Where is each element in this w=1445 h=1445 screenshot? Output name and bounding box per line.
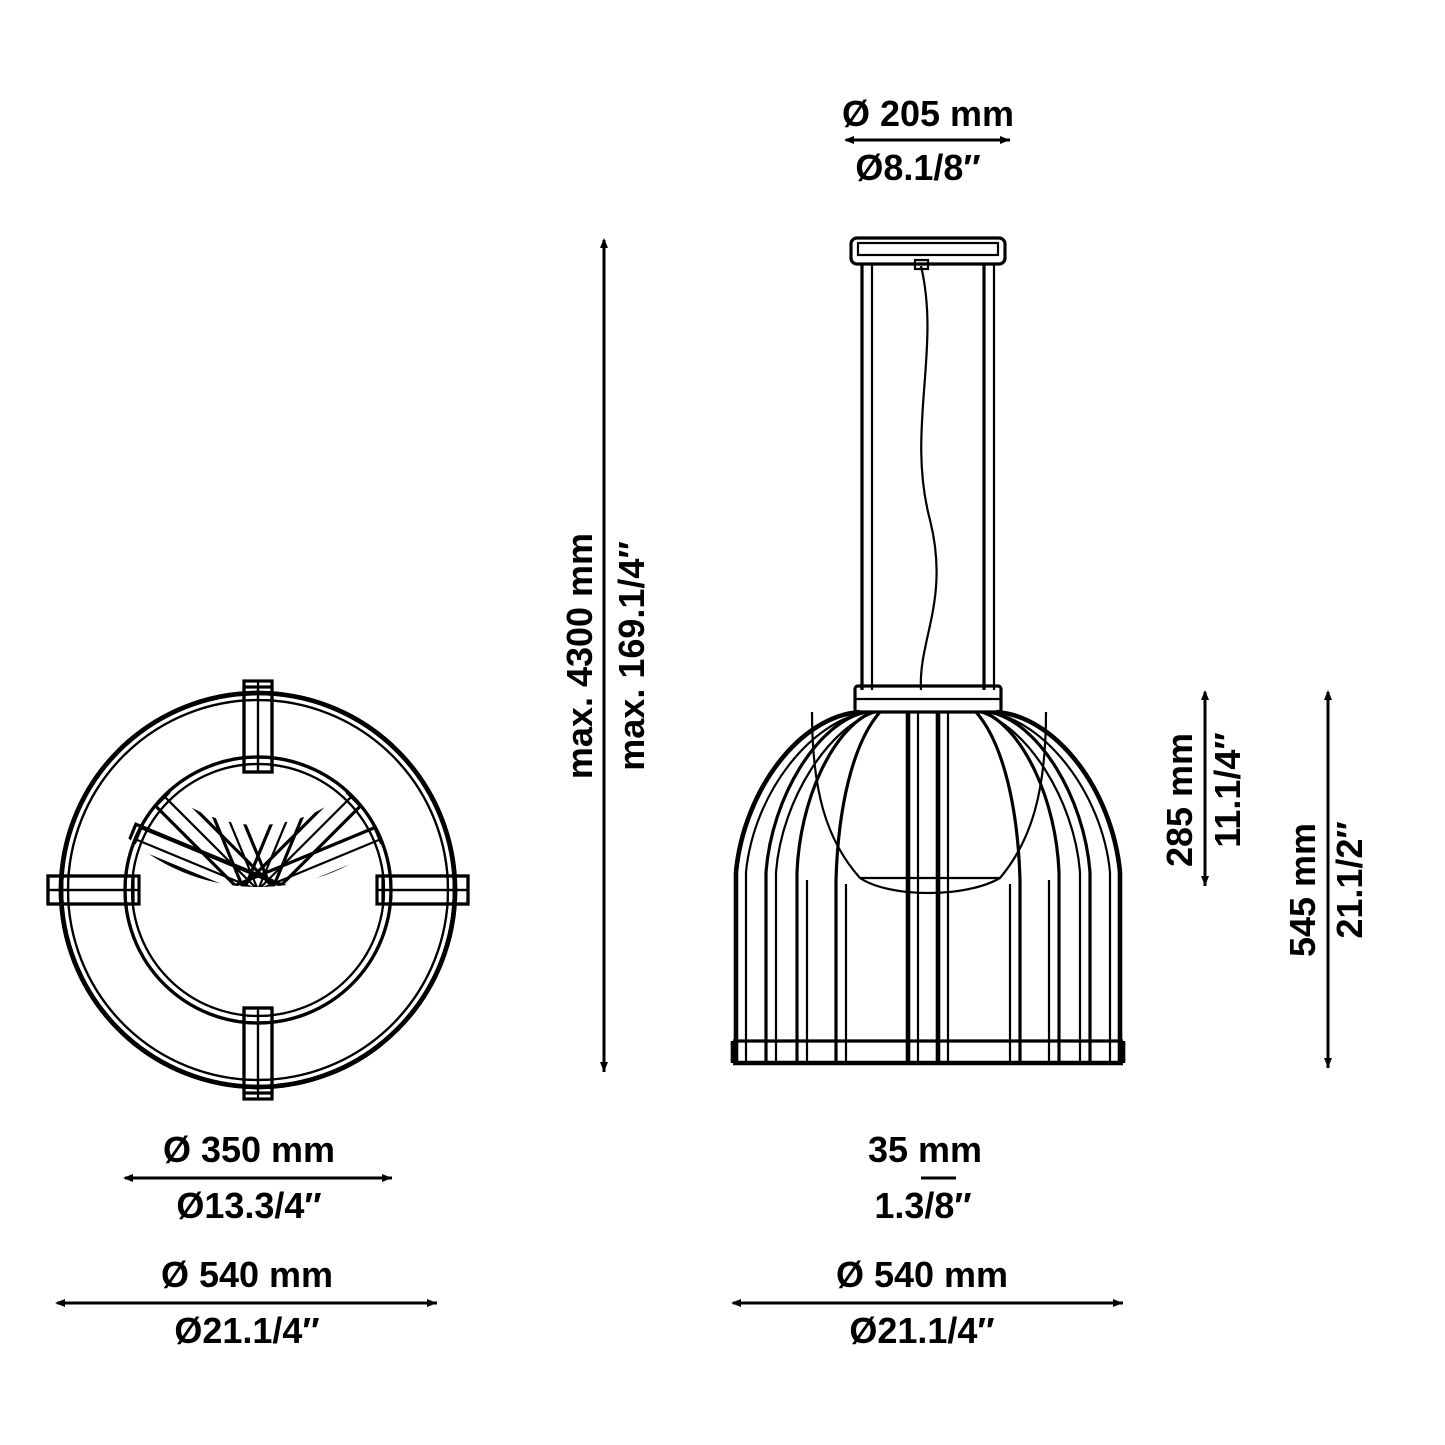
max-drop-inch-label: max. 169.1/4″ xyxy=(611,541,652,770)
cage-structure xyxy=(733,709,1123,1063)
shade-upper-height-inch-label: 11.1/4″ xyxy=(1207,732,1248,847)
outer-diameter-front-inch-label: Ø21.1/4″ xyxy=(849,1310,994,1351)
inner-ring-overlay xyxy=(123,755,393,1025)
shade-total-height-mm-label: 545 mm xyxy=(1282,823,1323,957)
outer-diameter-top-inch-label: Ø21.1/4″ xyxy=(174,1310,319,1351)
suspension-rods xyxy=(860,264,996,690)
inner-diameter-inch-label: Ø13.3/4″ xyxy=(176,1185,321,1226)
top-view xyxy=(46,679,470,1101)
bar-thickness-inch-label: 1.3/8″ xyxy=(874,1185,971,1226)
spoke-minor-group xyxy=(124,822,397,887)
shade-upper-height-mm-label: 285 mm xyxy=(1159,733,1200,867)
canopy-diameter-mm-label: Ø 205 mm xyxy=(842,93,1014,134)
cage-bottom-ring xyxy=(730,1039,1126,1066)
shade-total-height-inch-label: 21.1/2″ xyxy=(1329,821,1370,938)
max-drop-mm-label: max. 4300 mm xyxy=(559,533,600,779)
shade-top-collar xyxy=(853,684,1003,714)
cardinal-spokes-overlay xyxy=(46,679,470,1101)
power-cable xyxy=(913,258,938,691)
front-view xyxy=(730,236,1126,1066)
outer-diameter-top-mm-label: Ø 540 mm xyxy=(161,1254,333,1295)
bar-thickness-mm-label: 35 mm xyxy=(868,1129,982,1170)
outer-diameter-front-mm-label: Ø 540 mm xyxy=(836,1254,1008,1295)
inner-diameter-mm-label: Ø 350 mm xyxy=(163,1129,335,1170)
canopy-diameter-inch-label: Ø8.1/8″ xyxy=(855,147,980,188)
